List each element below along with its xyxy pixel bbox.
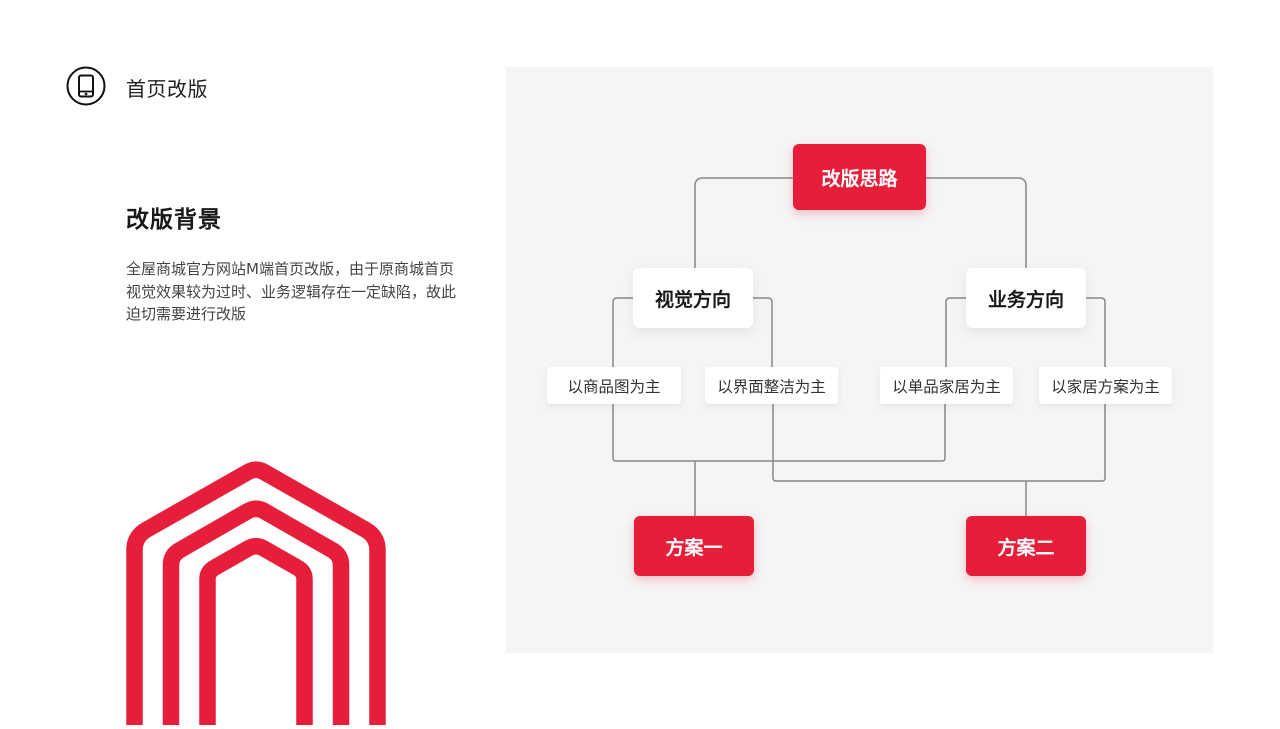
- outcome-node-plan-2: 方案二: [966, 516, 1086, 576]
- section-description: 全屋商城官方网站M端首页改版，由于原商城首页视觉效果较为过时、业务逻辑存在一定缺…: [126, 260, 457, 323]
- leaf-node: 以单品家居为主: [880, 367, 1013, 404]
- leaf-node: 以商品图为主: [547, 367, 681, 404]
- branch-node-business: 业务方向: [966, 268, 1086, 328]
- tablet-icon: [66, 66, 106, 106]
- leaf-node-label: 以界面整洁为主: [717, 377, 826, 396]
- leaf-node-label: 以家居方案为主: [1051, 377, 1160, 396]
- outcome-node-label: 方案一: [665, 536, 723, 559]
- section-title: 改版背景: [126, 207, 222, 233]
- house-logo-icon: [118, 455, 398, 729]
- branch-node-label: 视觉方向: [654, 288, 731, 311]
- leaf-node: 以界面整洁为主: [705, 367, 838, 404]
- branch-node-label: 业务方向: [987, 288, 1064, 311]
- outcome-node-label: 方案二: [997, 536, 1055, 559]
- leaf-node-label: 以单品家居为主: [892, 377, 1001, 396]
- root-node: 改版思路: [793, 144, 926, 210]
- root-node-label: 改版思路: [821, 167, 898, 190]
- page-title: 首页改版: [126, 77, 208, 101]
- branch-node-visual: 视觉方向: [633, 268, 753, 328]
- outcome-node-plan-1: 方案一: [634, 516, 754, 576]
- leaf-node: 以家居方案为主: [1039, 367, 1172, 404]
- leaf-node-label: 以商品图为主: [567, 377, 661, 396]
